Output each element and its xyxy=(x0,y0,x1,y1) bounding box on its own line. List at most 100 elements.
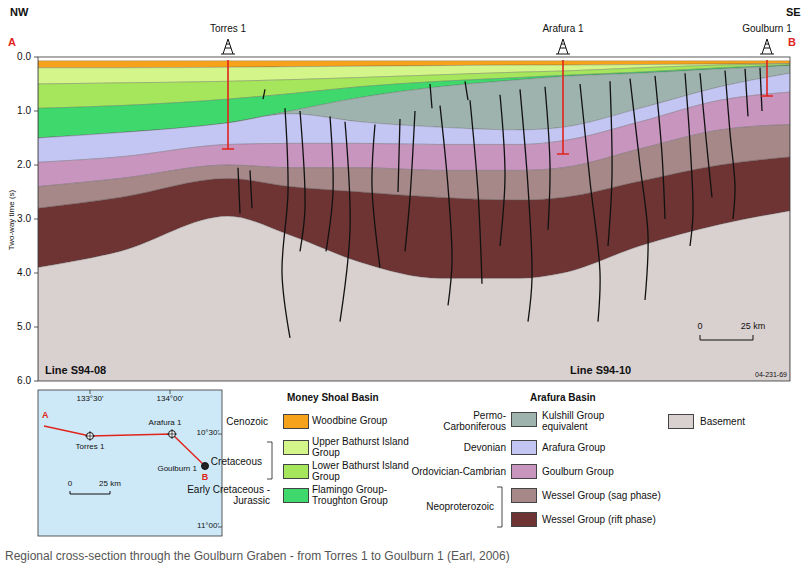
figure-code: 04-231-69 xyxy=(755,371,787,379)
axis-tick xyxy=(34,381,38,382)
legend-label: Upper Bathurst Island Group xyxy=(312,436,412,458)
axis-tick xyxy=(34,165,38,166)
age-label: Early Cretaceous - Jurassic xyxy=(185,484,270,506)
legend-label: Arafura Group xyxy=(542,442,605,453)
fault-line xyxy=(326,116,333,251)
legend-swatch xyxy=(511,512,537,527)
legend-swatch xyxy=(283,488,309,503)
fault-line xyxy=(263,89,265,99)
legend-label: Flamingo Group-Troughton Group xyxy=(312,484,412,506)
fault-line xyxy=(282,108,290,337)
legend-label: Woodbine Group xyxy=(312,415,387,426)
legend-label: Basement xyxy=(700,416,745,427)
longitude-label: 133°30' xyxy=(77,395,104,404)
legend-label: Goulburn Group xyxy=(542,466,614,477)
time-axis-value: 5.0 xyxy=(17,321,31,332)
seismic-line-name: Line S94-08 xyxy=(45,364,106,376)
axis-tick xyxy=(34,273,38,274)
fault-line xyxy=(630,79,648,300)
latitude-label: 11°00' xyxy=(197,522,219,531)
age-label: Cenozoic xyxy=(226,416,268,427)
plot-frame xyxy=(38,57,790,381)
age-label: Neoproterozoic xyxy=(426,501,494,512)
fault-line xyxy=(580,84,600,322)
fault-line xyxy=(398,119,400,192)
time-axis-value: 1.0 xyxy=(17,105,31,116)
fault-line xyxy=(430,84,432,108)
fault-line xyxy=(465,81,468,100)
fault-line xyxy=(250,170,252,208)
legend-swatch xyxy=(511,488,537,503)
legend-label: Lower Bathurst Island Group xyxy=(312,460,412,482)
fault-line xyxy=(725,71,735,220)
age-label: Cretaceous xyxy=(211,456,262,467)
seismic-line-name: Line S94-10 xyxy=(570,364,631,376)
axis-tick xyxy=(34,57,38,58)
legend-heading: Money Shoal Basin xyxy=(287,392,379,403)
rock-unit xyxy=(38,211,790,381)
legend-swatch xyxy=(511,464,537,479)
location-map xyxy=(38,390,222,536)
fault-line xyxy=(655,76,665,219)
time-axis-value: 0.0 xyxy=(17,51,31,62)
well-derricks xyxy=(221,39,774,54)
legend-label: Kulshill Group equivalent xyxy=(542,410,622,432)
legend-swatch xyxy=(283,464,309,479)
fault-line xyxy=(608,81,612,246)
map-end-label: A xyxy=(42,411,49,421)
legend-heading: Arafura Basin xyxy=(530,392,596,403)
map-well-name: Torres 1 xyxy=(76,443,105,452)
fault-line xyxy=(700,73,712,197)
axis-tick xyxy=(34,327,38,328)
fault-line xyxy=(300,111,305,251)
axis-tick xyxy=(34,111,38,112)
section-end-label: A xyxy=(8,36,16,48)
time-axis-value: 2.0 xyxy=(17,159,31,170)
fault-line xyxy=(545,87,550,230)
legend-label: Wessel Group (sag phase) xyxy=(542,490,661,501)
compass-label: SE xyxy=(786,6,801,18)
map-well-name: Arafura 1 xyxy=(149,419,182,428)
axis-title: Two-way time (s) xyxy=(8,190,17,250)
fault-line xyxy=(340,122,350,322)
fault-line xyxy=(500,95,505,246)
well-name: Arafura 1 xyxy=(542,23,583,34)
fault-line xyxy=(372,125,380,268)
well-name: Goulburn 1 xyxy=(742,23,791,34)
fault-line xyxy=(745,69,748,117)
section-end-label: B xyxy=(788,36,796,48)
latitude-label: 10°30' xyxy=(196,429,219,438)
longitude-label: 134°00' xyxy=(157,395,184,404)
legend-swatch xyxy=(283,414,309,429)
fault-line xyxy=(685,73,693,246)
age-label: Ordovician-Cambrian xyxy=(412,466,506,477)
map-end-label: B xyxy=(202,473,209,483)
legend-swatch xyxy=(511,412,537,427)
legend-swatch xyxy=(511,440,537,455)
fault-line xyxy=(405,111,415,251)
fault-line xyxy=(238,168,240,214)
fault-line xyxy=(760,68,762,111)
scale-label: 25 km xyxy=(99,480,121,489)
age-label: Permo-Carboniferous xyxy=(434,410,506,432)
scale-label: 0 xyxy=(697,322,702,332)
time-axis-value: 3.0 xyxy=(17,213,31,224)
axis-tick xyxy=(34,219,38,220)
legend-swatch xyxy=(283,440,309,455)
map-well-name: Goulburn 1 xyxy=(157,465,197,474)
scale-label: 0 xyxy=(68,480,72,489)
scale-bar xyxy=(700,335,753,340)
time-axis-value: 6.0 xyxy=(17,375,31,386)
well-name: Torres 1 xyxy=(210,23,246,34)
time-axis-value: 4.0 xyxy=(17,267,31,278)
scale-label: 25 km xyxy=(741,322,766,332)
fault-line xyxy=(520,89,532,321)
age-label: Devonian xyxy=(464,442,506,453)
compass-label: NW xyxy=(10,6,28,18)
figure-caption: Regional cross-section through the Goulb… xyxy=(5,549,510,563)
fault-line xyxy=(440,106,452,306)
fault-line xyxy=(470,100,482,284)
well-tracks xyxy=(222,60,773,154)
legend-swatch xyxy=(668,414,694,429)
